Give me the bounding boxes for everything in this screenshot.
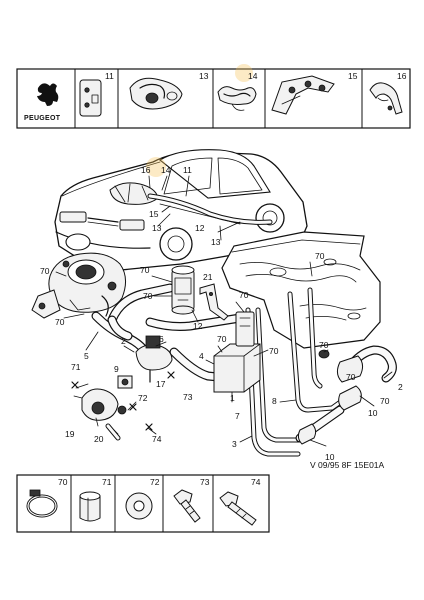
callout-car-12: 12 <box>195 223 205 233</box>
valve-6-illustration <box>135 335 173 383</box>
callout-1: 1 <box>230 393 235 403</box>
callout-car-11: 11 <box>183 165 192 175</box>
idle-valve-illustration <box>73 375 133 441</box>
callout-11: 11 <box>105 71 114 81</box>
callout-car-13a: 13 <box>152 223 162 233</box>
callout-car-14: 14 <box>161 165 171 175</box>
part-74-illustration <box>219 491 257 526</box>
callout-70-mid-a: 70 <box>140 265 150 275</box>
callout-70-f: 70 <box>346 372 356 382</box>
callout-70-left-a: 70 <box>40 266 50 276</box>
callout-71: 71 <box>71 362 81 372</box>
callout-70-mid-b: 70 <box>143 291 153 301</box>
callout-7: 7 <box>235 411 240 421</box>
car-illustration <box>54 149 308 271</box>
bracket-21-illustration <box>199 283 229 321</box>
callout-10-a: 10 <box>368 408 378 418</box>
callout-70-c: 70 <box>217 334 227 344</box>
diagram-reference-code: V 09/95 8F 15E01A <box>310 460 385 470</box>
callout-bottom-73: 73 <box>200 477 210 487</box>
callout-6: 6 <box>159 334 164 344</box>
bottom-parts-strip: 70 71 72 73 74 <box>16 474 270 533</box>
part-72-illustration <box>125 492 153 520</box>
filter-10-illustration <box>297 349 364 445</box>
part-70-illustration <box>26 489 58 518</box>
callout-3: 3 <box>232 439 237 449</box>
callout-13: 13 <box>199 71 209 81</box>
fastener-markers <box>71 371 175 431</box>
callout-12: 12 <box>193 321 203 331</box>
callout-17: 17 <box>156 379 166 389</box>
fuel-tank-illustration <box>221 231 381 349</box>
callout-bottom-70: 70 <box>58 477 68 487</box>
callout-2-b: 2 <box>398 382 403 392</box>
callout-70-left-b: 70 <box>55 317 65 327</box>
part-16-illustration <box>369 82 403 115</box>
part-15-illustration <box>271 75 335 115</box>
callout-70-right-a: 70 <box>239 290 249 300</box>
callout-72: 72 <box>138 393 148 403</box>
canister-12-illustration <box>171 265 195 315</box>
callout-70-top: 70 <box>315 251 325 261</box>
top-parts-strip: PEUGEOT 11 13 14 <box>16 64 411 129</box>
part-71-illustration <box>79 491 101 522</box>
callout-bottom-74: 74 <box>251 477 261 487</box>
callout-16: 16 <box>397 71 407 81</box>
callout-20: 20 <box>94 434 104 444</box>
callout-70-g: 70 <box>380 396 390 406</box>
pipe-block-illustration <box>213 311 261 393</box>
part-11-illustration <box>79 79 102 117</box>
throttle-body-illustration <box>31 252 126 319</box>
callout-car-16: 16 <box>141 165 151 175</box>
callout-70-e: 70 <box>319 340 329 350</box>
callout-bottom-71: 71 <box>102 477 112 487</box>
callout-car-15: 15 <box>149 209 159 219</box>
callout-4: 4 <box>199 351 204 361</box>
callout-73: 73 <box>183 392 193 402</box>
callout-5: 5 <box>84 351 89 361</box>
callout-9: 9 <box>114 364 119 374</box>
callout-70-d: 70 <box>269 346 279 356</box>
callout-8: 8 <box>272 396 277 406</box>
logo-wordmark: PEUGEOT <box>24 115 61 122</box>
callout-74: 74 <box>152 434 162 444</box>
callout-2-a: 2 <box>121 336 126 346</box>
callout-19: 19 <box>65 429 75 439</box>
callout-car-13b: 13 <box>211 237 221 247</box>
callout-15: 15 <box>348 71 358 81</box>
callout-bottom-72: 72 <box>150 477 160 487</box>
part-14-illustration <box>217 86 257 111</box>
leader-lines <box>55 261 393 447</box>
callout-21: 21 <box>203 272 213 282</box>
peugeot-logo: PEUGEOT <box>24 83 61 122</box>
callout-10-b: 10 <box>325 452 335 462</box>
hose-network <box>91 283 397 457</box>
part-13-illustration <box>129 77 183 110</box>
callout-14: 14 <box>248 71 258 81</box>
part-73-illustration <box>173 489 201 523</box>
